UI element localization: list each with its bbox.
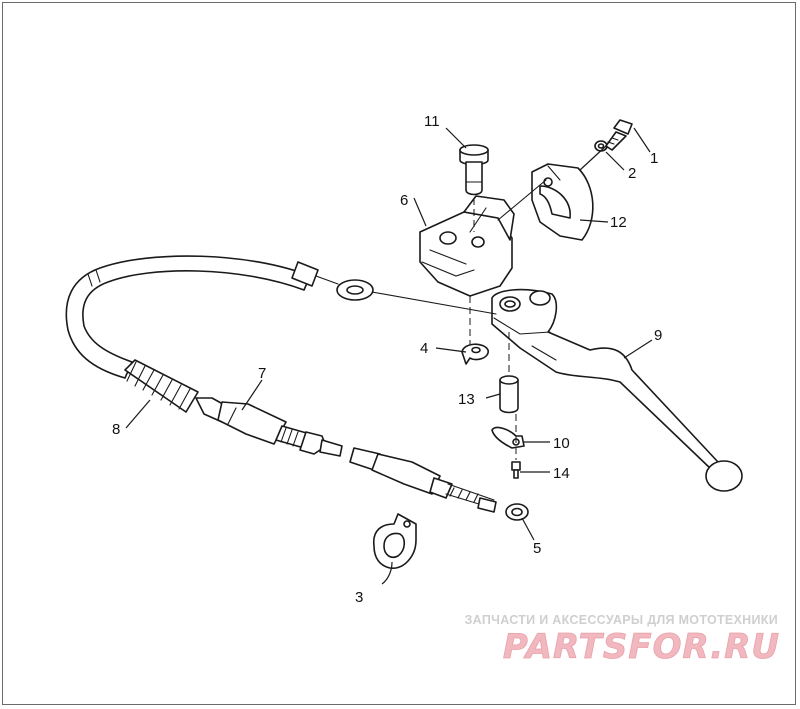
part-12-clamp	[531, 163, 594, 241]
callout-8: 8	[112, 421, 120, 438]
callout-12: 12	[610, 214, 627, 231]
watermark: ЗАПЧАСТИ И АКСЕССУАРЫ ДЛЯ МОТОТЕХНИКИ PA…	[465, 613, 780, 667]
part-8-boot	[124, 359, 199, 413]
callout-14: 14	[553, 465, 570, 482]
part-5-washer	[505, 503, 529, 521]
callout-9: 9	[654, 327, 662, 344]
cable-housing	[65, 255, 339, 379]
callout-11: 11	[424, 113, 440, 130]
callout-4: 4	[420, 340, 428, 357]
callout-6: 6	[400, 192, 408, 209]
leader-lines	[125, 127, 653, 585]
alignment-lines	[371, 179, 547, 460]
callout-13: 13	[458, 391, 475, 408]
part-11-pivot-pin	[459, 144, 489, 232]
watermark-subtitle: ЗАПЧАСТИ И АКСЕССУАРЫ ДЛЯ МОТОТЕХНИКИ	[465, 613, 778, 627]
callout-7: 7	[258, 365, 266, 382]
part-9-clutch-lever	[491, 288, 743, 492]
callout-2: 2	[628, 165, 636, 182]
part-3-cable-clip	[372, 513, 417, 569]
callout-5: 5	[533, 540, 541, 557]
watermark-logo: PARTSFOR.RU	[503, 627, 780, 667]
part-10-spring-plate	[491, 426, 525, 449]
part-1-screw	[579, 119, 633, 171]
cable-eyelet	[336, 279, 374, 301]
part-6-lever-perch	[419, 195, 515, 297]
lower-cable-section	[349, 447, 497, 513]
callout-labels: 1 2 3 4 5 6 7 8 9 10 11 12 13 14	[112, 113, 662, 606]
part-7-cable-adjuster	[195, 397, 343, 457]
callout-3: 3	[355, 589, 363, 606]
part-13-bushing	[499, 375, 519, 414]
callout-10: 10	[553, 435, 570, 452]
part-14-small-screw	[511, 461, 521, 479]
callout-1: 1	[650, 150, 658, 167]
part-4-retaining-clip	[461, 343, 489, 365]
